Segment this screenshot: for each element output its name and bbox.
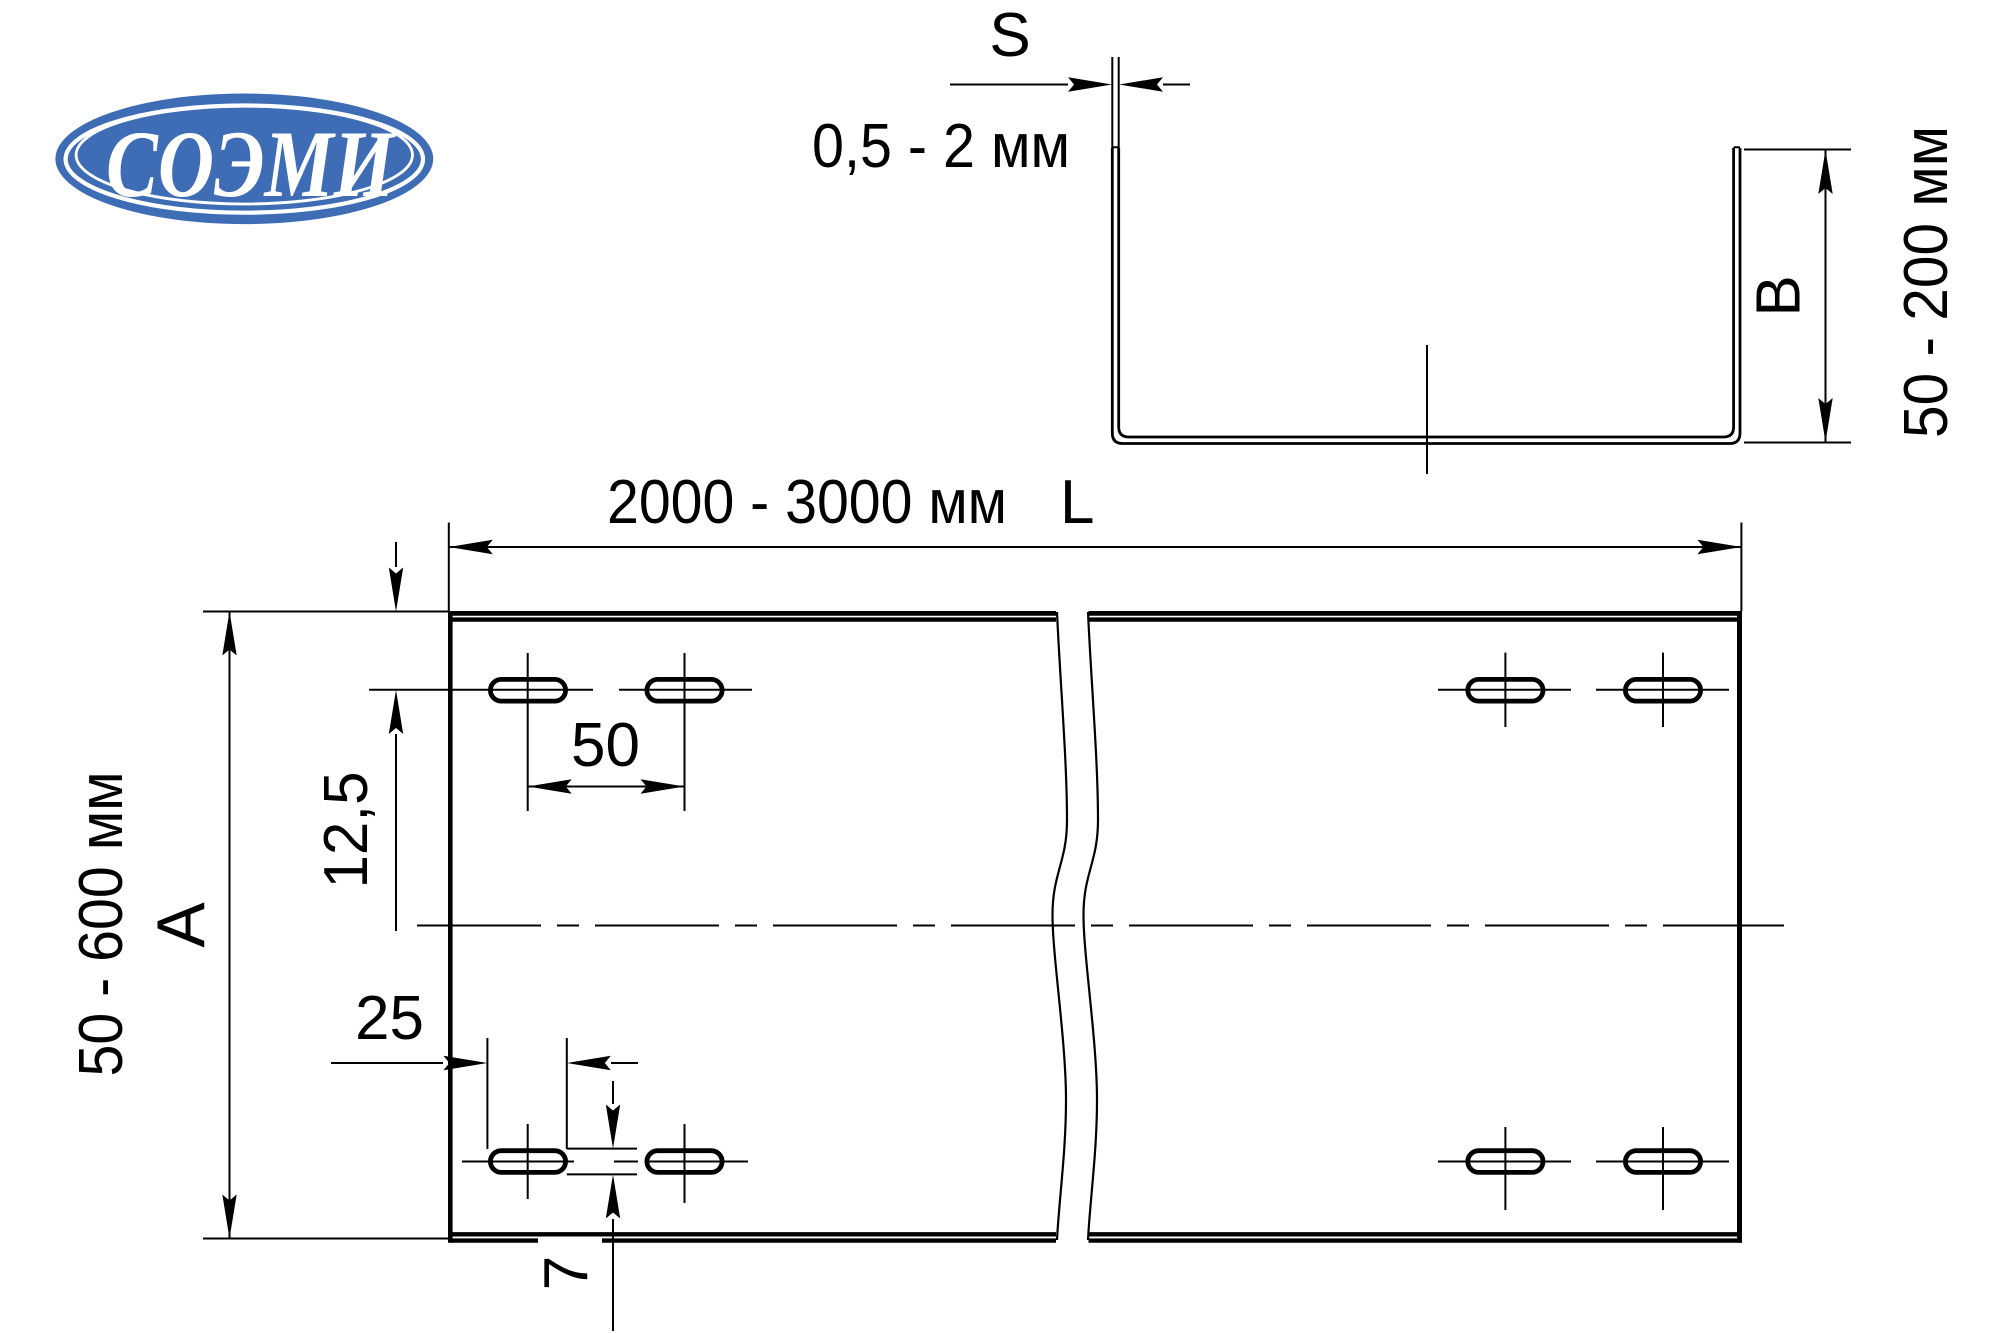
svg-text:L: L [1060, 468, 1094, 537]
svg-text:50 - 200 мм: 50 - 200 мм [1892, 126, 1961, 438]
svg-text:B: B [1745, 275, 1814, 316]
svg-text:7: 7 [532, 1256, 601, 1290]
svg-text:0,5 - 2 мм: 0,5 - 2 мм [812, 112, 1070, 181]
svg-text:12,5: 12,5 [312, 772, 381, 889]
svg-text:25: 25 [355, 984, 424, 1053]
svg-text:S: S [989, 1, 1030, 70]
svg-text:50: 50 [571, 711, 640, 780]
svg-text:50 - 600 мм: 50 - 600 мм [67, 772, 136, 1077]
svg-text:2000 - 3000 мм: 2000 - 3000 мм [607, 468, 1007, 537]
svg-text:СОЭМИ: СОЭМИ [106, 111, 397, 217]
svg-text:A: A [143, 902, 219, 948]
